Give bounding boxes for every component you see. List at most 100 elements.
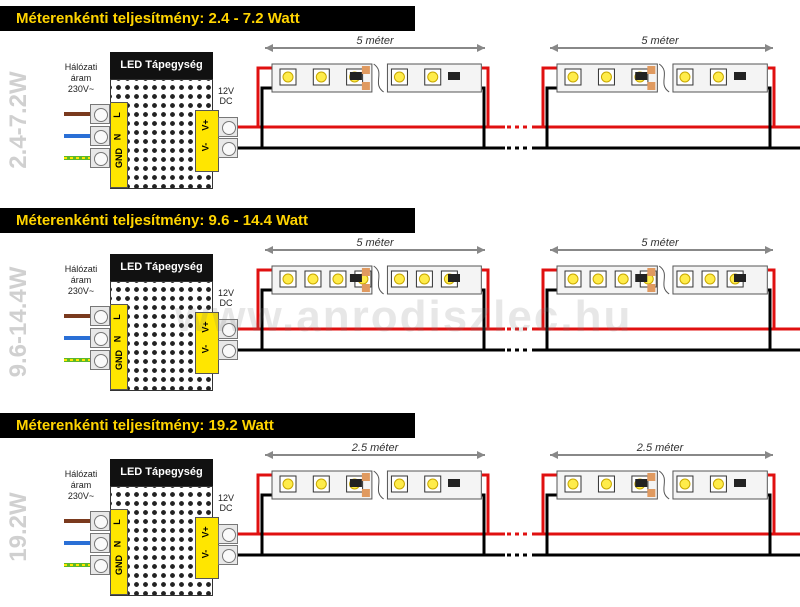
led-chip-light: [427, 478, 439, 490]
led-chip-light: [567, 273, 579, 285]
led-chip-light: [393, 273, 405, 285]
led-chip-light: [393, 71, 405, 83]
dimension-arrow-right-1: [477, 451, 485, 459]
led-chip-light: [679, 71, 691, 83]
ac-terminal-block: [110, 102, 128, 188]
strip-pad: [647, 82, 656, 90]
led-chip-light: [315, 71, 327, 83]
strip-cut-mark-2: [658, 265, 670, 295]
strip-cut-mark-1: [373, 265, 384, 295]
strip-feed-negative-1: [260, 288, 272, 350]
terminal-l-label: L: [111, 314, 122, 320]
strip-resistor: [349, 72, 362, 80]
strip-resistor: [635, 274, 648, 282]
terminal-n-label: N: [112, 540, 123, 548]
strip-cut-mark-2: [658, 470, 670, 500]
terminal-vplus-label: V+: [200, 526, 211, 538]
terminal-vplus-label: V+: [200, 119, 211, 131]
led-chip-light: [307, 273, 319, 285]
section-2: Méterenkénti teljesítmény: 9.6 - 14.4 Wa…: [0, 202, 800, 402]
dc-screw-vplus: [218, 319, 238, 339]
led-chip-light: [679, 478, 691, 490]
strip-resistor: [734, 479, 746, 487]
dc-line1: 12V: [217, 493, 234, 503]
dimension-arrow-left-2: [550, 451, 558, 459]
terminal-vminus-label: V-: [200, 549, 211, 559]
dc-voltage-label: 12V DC: [214, 493, 238, 513]
section-title: Méterenkénti teljesítmény: 19.2 Watt: [0, 413, 415, 438]
led-chip-light: [567, 71, 579, 83]
wiring-diagram: [64, 246, 800, 362]
terminal-vminus-label: V-: [200, 344, 211, 354]
strip-pad: [361, 82, 370, 90]
strip-return-negative-2: [768, 288, 772, 350]
dc-screw-vplus: [218, 117, 238, 137]
strip-return-negative-1: [482, 288, 486, 350]
dc-line2: DC: [219, 96, 233, 106]
dc-line2: DC: [219, 298, 233, 308]
strip-resistor: [635, 72, 648, 80]
strip-feed-negative-2: [545, 288, 557, 350]
mains-label-line2: áram: [70, 480, 92, 490]
strip-pad: [647, 268, 656, 276]
strip-feed-positive-1: [256, 268, 272, 329]
dimension-arrow-left-1: [265, 451, 273, 459]
led-chip-light: [712, 71, 724, 83]
terminal-n-label: N: [112, 133, 123, 141]
wiring-diagram: [64, 451, 800, 567]
dimension-arrow-right-1: [477, 44, 485, 52]
dc-screw-vplus: [218, 524, 238, 544]
led-chip-light: [617, 273, 629, 285]
ac-screw-n: [90, 126, 110, 146]
strip-resistor: [448, 72, 460, 80]
mains-label-line3: 230V~: [67, 286, 95, 296]
strip-resistor: [734, 274, 746, 282]
mains-label: Hálózati áram 230V~: [56, 62, 106, 95]
strip-feed-positive-1: [256, 66, 272, 127]
strip-resistor: [349, 274, 362, 282]
strip-feed-negative-1: [260, 86, 272, 148]
dimension-arrow-right-1: [477, 246, 485, 254]
strip-return-positive-2: [768, 473, 776, 534]
strip-pad: [647, 66, 656, 74]
strip-feed-negative-2: [545, 493, 557, 555]
mains-label-line1: Hálózati: [64, 62, 98, 72]
strip-feed-positive-1: [256, 473, 272, 534]
mains-label-line2: áram: [70, 73, 92, 83]
strip-feed-negative-1: [260, 493, 272, 555]
mains-label: Hálózati áram 230V~: [56, 264, 106, 297]
led-chip-light: [427, 71, 439, 83]
dimension-arrow-left-2: [550, 44, 558, 52]
led-chip-light: [567, 478, 579, 490]
terminal-gnd-label: GND: [114, 148, 124, 168]
section-title: Méterenkénti teljesítmény: 9.6 - 14.4 Wa…: [0, 208, 415, 233]
strip-pad: [361, 489, 370, 497]
strip-cut-mark-1: [373, 470, 384, 500]
section-title: Méterenkénti teljesítmény: 2.4 - 7.2 Wat…: [0, 6, 415, 31]
ac-screw-n: [90, 533, 110, 553]
ac-screw-gnd: [90, 350, 110, 370]
strip-pad: [647, 489, 656, 497]
strip-pad: [361, 66, 370, 74]
dc-voltage-label: 12V DC: [214, 288, 238, 308]
ac-screw-n: [90, 328, 110, 348]
psu-title: LED Tápegység: [110, 254, 213, 281]
terminal-gnd-label: GND: [114, 350, 124, 370]
mains-label-line3: 230V~: [67, 491, 95, 501]
dc-voltage-label: 12V DC: [214, 86, 238, 106]
led-chip-light: [679, 273, 691, 285]
led-chip-light: [418, 273, 430, 285]
strip-pad: [361, 473, 370, 481]
led-chip-light: [282, 71, 294, 83]
mains-label-line1: Hálózati: [64, 469, 98, 479]
strip-pad: [647, 473, 656, 481]
ac-screw-l: [90, 104, 110, 124]
strip-cut-mark-1: [373, 63, 384, 93]
strip-feed-negative-2: [545, 86, 557, 148]
mains-label-line2: áram: [70, 275, 92, 285]
strip-return-positive-1: [482, 268, 490, 329]
led-chip-light: [282, 273, 294, 285]
mains-label-line1: Hálózati: [64, 264, 98, 274]
strip-return-positive-1: [482, 473, 490, 534]
terminal-n-label: N: [112, 335, 123, 343]
